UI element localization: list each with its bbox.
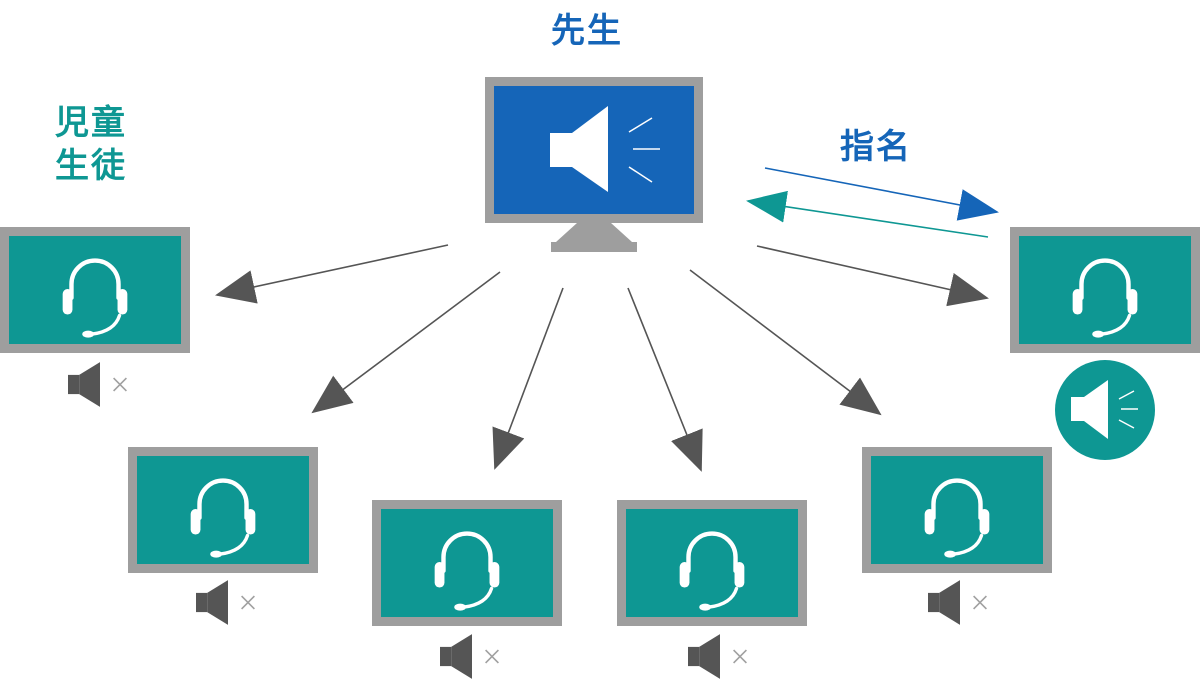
arrow-to-student-3 [492,287,564,470]
speaker-active-icon [1055,360,1155,460]
nomination-label: 指名 [840,127,912,167]
students-label-line-2: 生徒 [55,145,127,186]
speaker-muted-icon [440,634,500,679]
teacher-label: 先生 [551,11,623,51]
arrow-to-student-5 [689,269,882,416]
teacher-monitor [485,77,703,252]
student-monitor-nominated [1010,227,1200,353]
speaker-icon [550,106,660,192]
student-screen [137,456,309,564]
arrow-to-student-4 [627,287,703,472]
student-screen [1019,236,1191,344]
student-screen [9,236,181,344]
nomination-arrow-to-teacher [746,190,989,238]
speaker-muted-icon [196,580,256,625]
student-screen [626,509,798,617]
student-monitor [0,227,190,353]
speaker-muted-icon [688,634,748,679]
arrow-to-student-1 [215,244,449,304]
speaker-muted-icon [68,362,128,407]
student-monitor [617,500,807,626]
speaker-muted-icon [928,580,988,625]
arrow-to-student-6 [756,245,989,307]
student-screen [871,456,1043,564]
students-label-line-1: 児童 [55,103,127,143]
arrow-to-student-2 [311,271,501,414]
student-monitor [862,447,1052,573]
students-label: 児童 生徒 [55,102,127,187]
nomination-arrow-to-student [764,167,999,221]
student-screen [381,509,553,617]
student-monitor [372,500,562,626]
student-monitor [128,447,318,573]
monitor-base [551,242,637,252]
monitor-stand [556,223,632,242]
